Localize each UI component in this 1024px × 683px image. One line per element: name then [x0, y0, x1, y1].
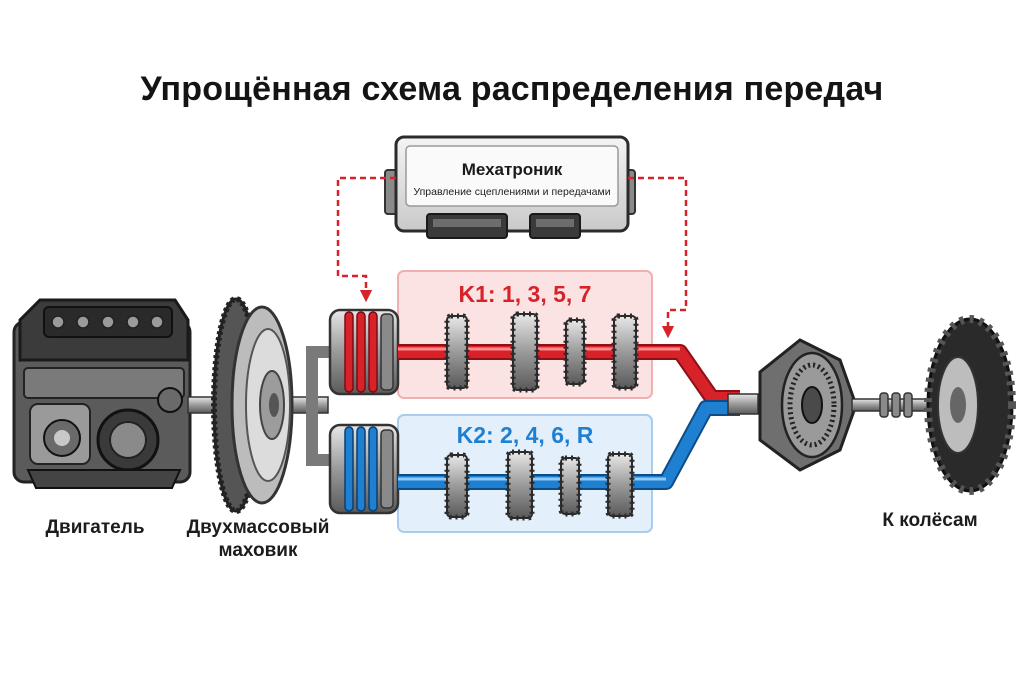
wheel [924, 315, 1016, 495]
k2-gear-2 [444, 452, 470, 520]
signal-line-k1 [336, 176, 396, 303]
differential [758, 338, 858, 472]
mechatronic-title: Мехатроник [462, 160, 563, 179]
k2-gear-6 [558, 455, 582, 517]
flywheel-label-line2: маховик [218, 540, 298, 561]
input-shaft-fork [306, 346, 336, 466]
flywheel-label: Двухмассовый маховик [178, 516, 338, 562]
wheels-label: К колёсам [882, 510, 978, 531]
k1-gear-5 [563, 317, 587, 387]
signal-line-k2 [628, 176, 688, 339]
mechatronic-unit: Мехатроник Управление сцеплениями и пере… [384, 135, 636, 239]
flywheel-label-line1: Двухмассовый [186, 517, 330, 538]
k2-clutch [328, 423, 400, 515]
engine [12, 298, 192, 489]
output-shaft [727, 393, 759, 415]
k1-gear-7 [611, 313, 639, 391]
k1-gear-1 [444, 313, 470, 391]
k2-label: K2: 2, 4, 6, R [457, 422, 594, 448]
k1-clutch [328, 308, 400, 396]
dual-mass-flywheel [211, 296, 294, 514]
k2-gear-4 [505, 449, 535, 521]
mechatronic-subtitle: Управление сцеплениями и передачами [413, 186, 610, 198]
engine-label: Двигатель [45, 517, 145, 538]
diagram-title: Упрощённая схема распределения передач [140, 70, 884, 108]
k1-gear-3 [510, 311, 540, 393]
k1-label: K1: 1, 3, 5, 7 [459, 281, 592, 307]
k2-gear-r [605, 451, 635, 519]
